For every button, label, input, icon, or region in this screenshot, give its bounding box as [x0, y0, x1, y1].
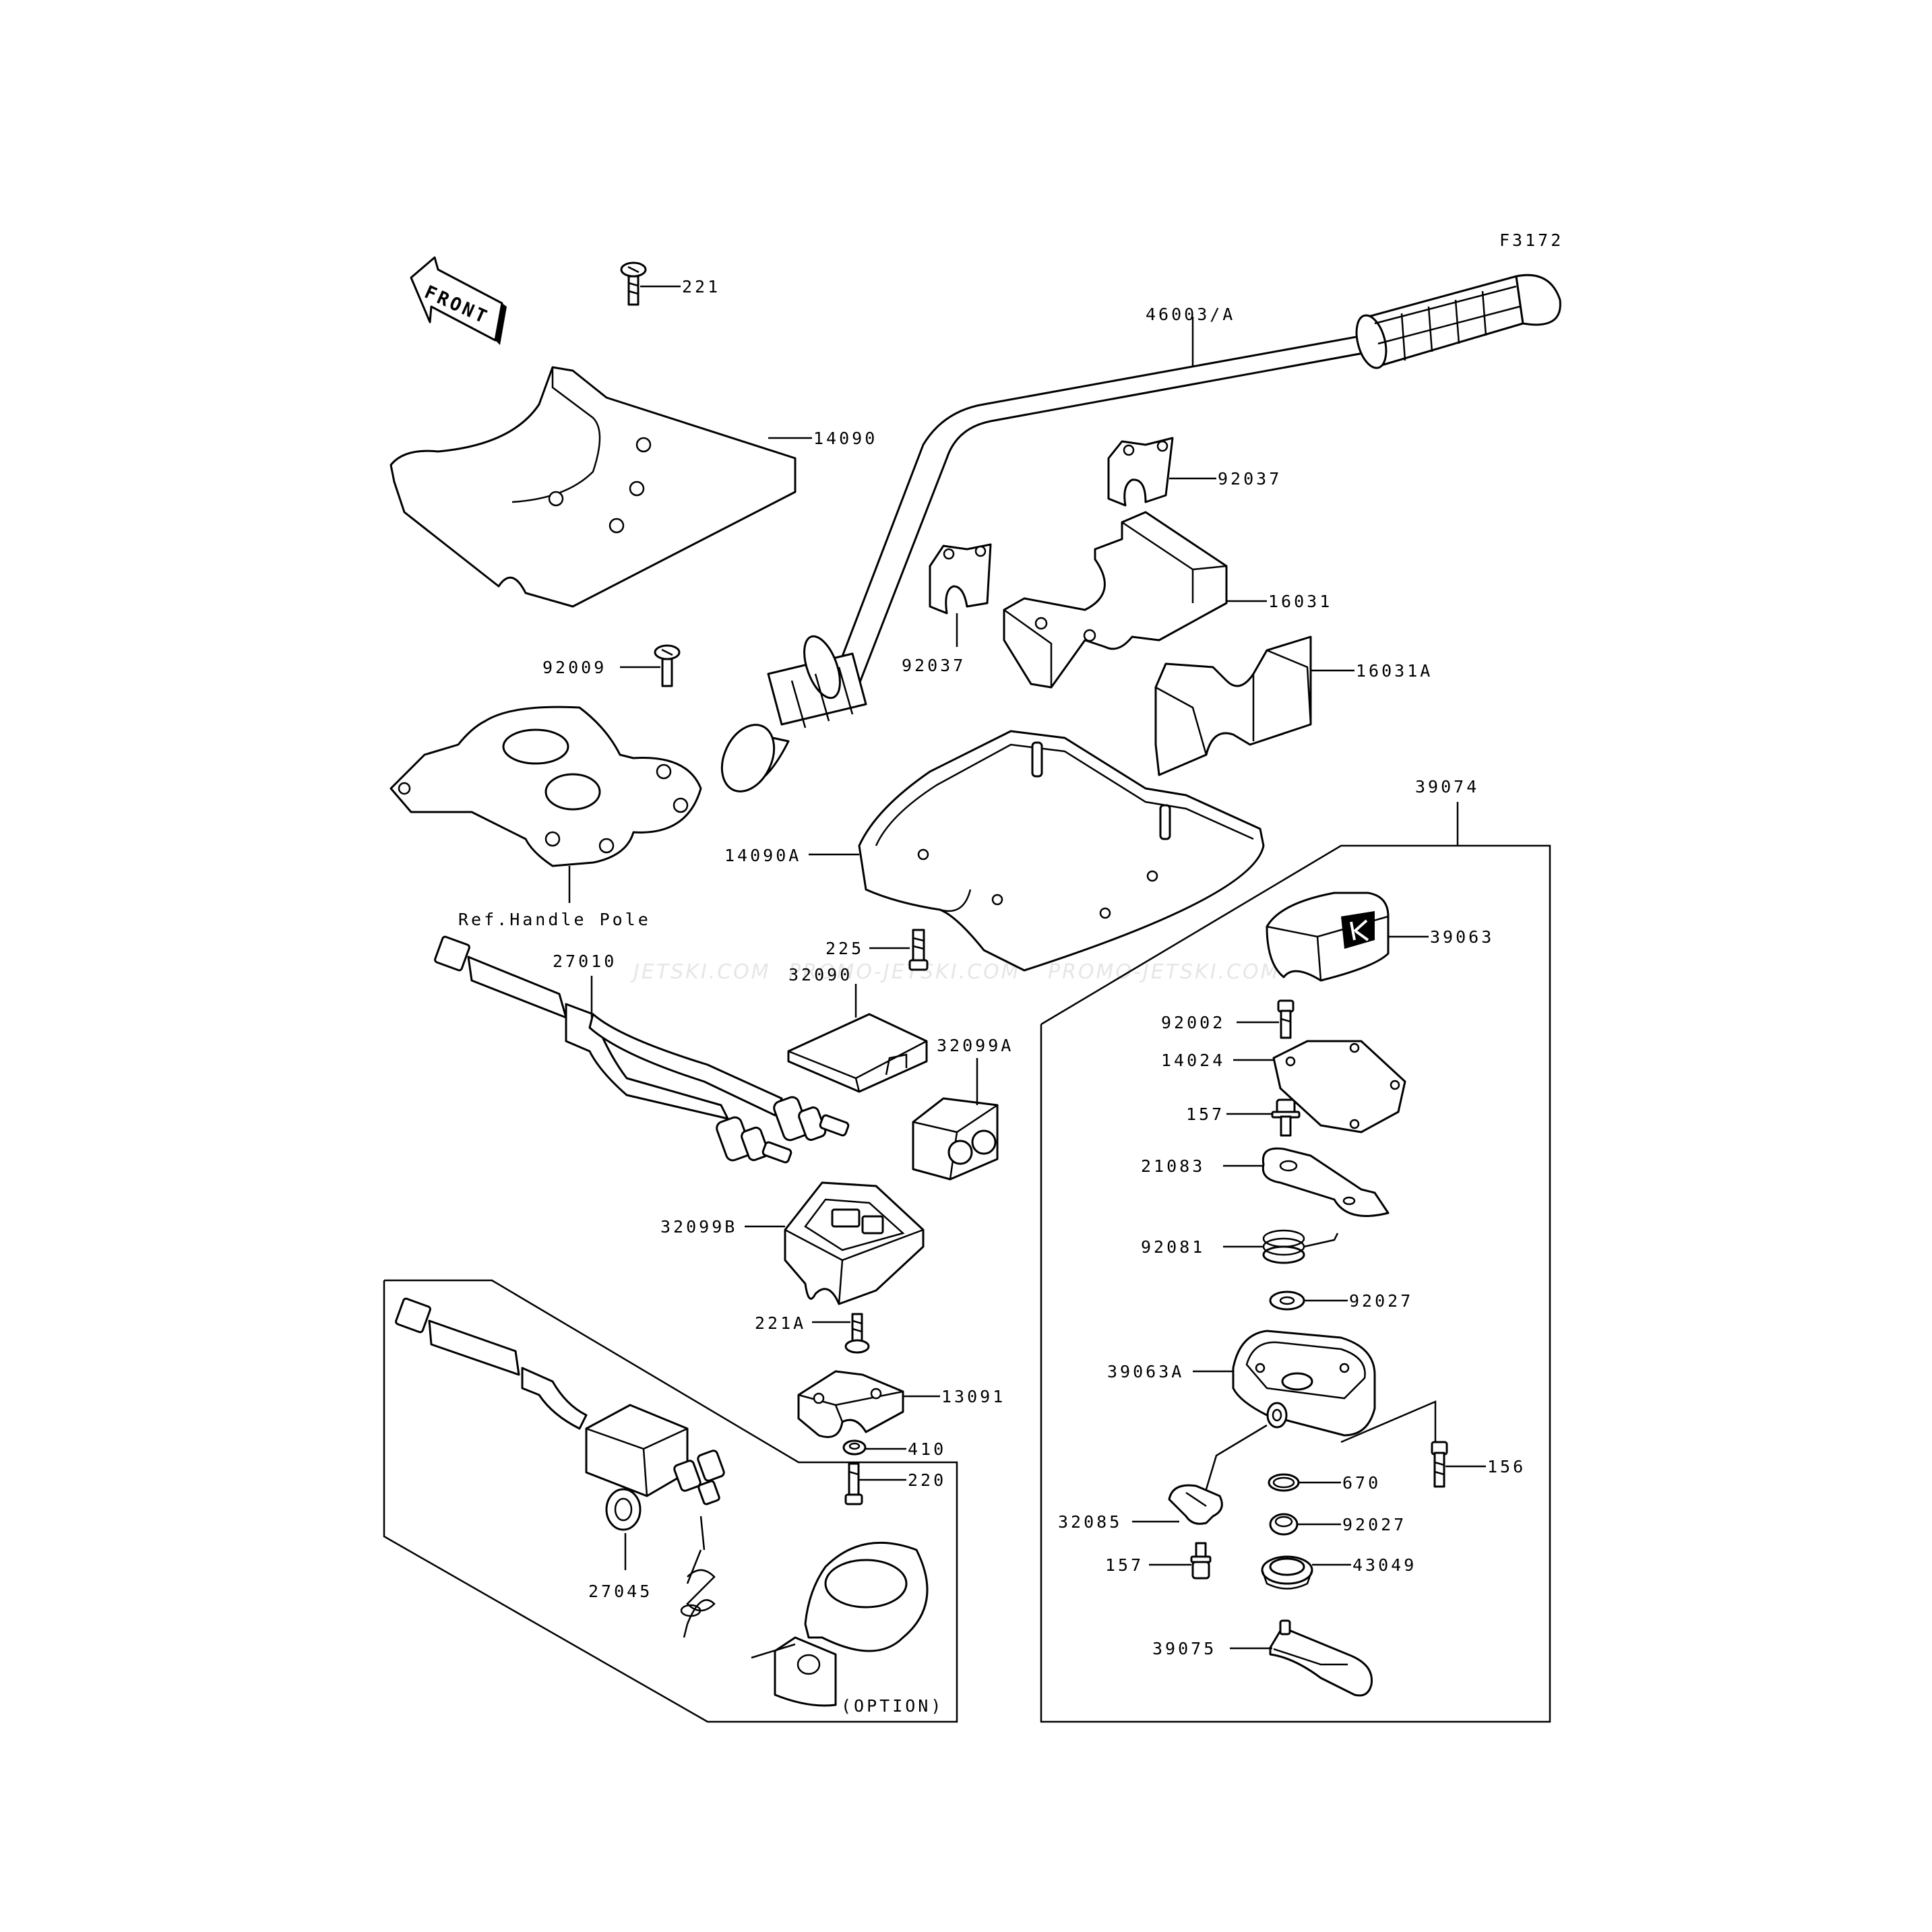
label-32090: 32090 — [788, 965, 852, 985]
label-92027-bot: 92027 — [1342, 1515, 1406, 1534]
bolt-92002-icon — [1277, 999, 1295, 1039]
bolt-220-icon — [844, 1462, 863, 1505]
label-27045: 27045 — [588, 1582, 652, 1601]
label-92027-top: 92027 — [1349, 1291, 1413, 1311]
label-410: 410 — [908, 1439, 946, 1459]
label-221a: 221A — [755, 1313, 806, 1333]
label-39063: 39063 — [1430, 927, 1494, 947]
gasket-14024-icon — [1272, 1040, 1406, 1133]
label-14090a: 14090A — [724, 846, 801, 865]
holder-16031a-icon — [1154, 635, 1312, 776]
label-32099b: 32099B — [660, 1217, 737, 1237]
cap-43049-icon — [1261, 1555, 1313, 1590]
clamp-92037-left-icon — [929, 543, 992, 615]
switch-27045-icon — [395, 1297, 929, 1707]
label-27010: 27010 — [553, 952, 617, 971]
label-92037-top: 92037 — [1218, 469, 1282, 489]
switch-32099a-icon — [912, 1097, 999, 1181]
option-label: (OPTION) — [841, 1696, 943, 1716]
label-157-bot: 157 — [1105, 1555, 1144, 1575]
bolt-157-top-icon — [1271, 1098, 1301, 1137]
cover-14090a-icon — [858, 730, 1265, 972]
label-14090: 14090 — [813, 429, 877, 448]
label-16031a: 16031A — [1356, 661, 1433, 681]
lever-32085-icon — [1168, 1484, 1223, 1525]
option-boundary-frame — [383, 1279, 958, 1723]
nut-410-icon — [842, 1439, 867, 1456]
label-670: 670 — [1342, 1473, 1381, 1493]
screw-92009-icon — [654, 644, 681, 687]
bolt-156-icon — [1431, 1441, 1448, 1488]
screw-221-icon — [620, 261, 647, 306]
bracket-13091-icon — [797, 1370, 904, 1438]
ref-handle-pole-note: Ref.Handle Pole — [458, 910, 651, 929]
label-157-top: 157 — [1186, 1104, 1224, 1124]
kawasaki-logo-icon — [1341, 911, 1375, 949]
label-46003a: 46003/A — [1146, 305, 1235, 324]
washer-92027-bot-icon — [1269, 1513, 1299, 1536]
cover-32090-icon — [787, 1013, 928, 1093]
label-220: 220 — [908, 1470, 946, 1490]
front-arrow-icon: FRONT — [410, 256, 507, 345]
label-92009: 92009 — [542, 658, 606, 677]
housing-39063a-icon — [1232, 1330, 1376, 1437]
assembly-39074-frame — [1040, 802, 1551, 1723]
lever-21083-icon — [1261, 1147, 1390, 1217]
label-225: 225 — [825, 939, 864, 958]
label-221: 221 — [682, 277, 720, 297]
label-39075: 39075 — [1152, 1639, 1216, 1658]
label-43049: 43049 — [1352, 1555, 1416, 1575]
label-92037-left: 92037 — [902, 656, 966, 675]
plate-handle-pole-icon — [389, 706, 702, 867]
watermark-partial: JETSKI.COM — [630, 960, 771, 984]
spring-92081-icon — [1262, 1229, 1339, 1264]
cover-14090-icon — [389, 366, 797, 608]
label-16031: 16031 — [1268, 592, 1332, 611]
handlebar-46003a-icon — [720, 274, 1561, 792]
screw-221a-icon — [844, 1313, 870, 1354]
cover-39063-icon — [1266, 892, 1390, 982]
bolt-157-bot-icon — [1190, 1542, 1212, 1580]
label-92002: 92002 — [1161, 1013, 1225, 1032]
harness-27010-icon — [434, 935, 850, 1164]
label-156: 156 — [1487, 1457, 1526, 1476]
watermark-2: PROMO-JETSKI.COM — [1048, 960, 1280, 984]
bolt-225-icon — [908, 929, 929, 971]
label-92081: 92081 — [1141, 1237, 1205, 1257]
watermark-1: PROMO-JETSKI.COM — [788, 960, 1021, 984]
lever-39075-icon — [1269, 1619, 1373, 1697]
label-32085: 32085 — [1058, 1512, 1122, 1532]
clamp-92037-top-icon — [1107, 437, 1174, 507]
label-13091: 13091 — [941, 1387, 1005, 1406]
label-21083: 21083 — [1141, 1156, 1205, 1176]
washer-92027-top-icon — [1269, 1290, 1305, 1311]
oring-670-icon — [1268, 1473, 1300, 1492]
diagram-code: F3172 — [1499, 230, 1563, 250]
holder-16031-icon — [1003, 511, 1228, 689]
label-39074: 39074 — [1415, 777, 1479, 797]
label-39063a: 39063A — [1107, 1362, 1184, 1381]
housing-32099b-icon — [784, 1181, 925, 1305]
label-14024: 14024 — [1161, 1051, 1225, 1070]
label-32099a: 32099A — [937, 1036, 1014, 1055]
